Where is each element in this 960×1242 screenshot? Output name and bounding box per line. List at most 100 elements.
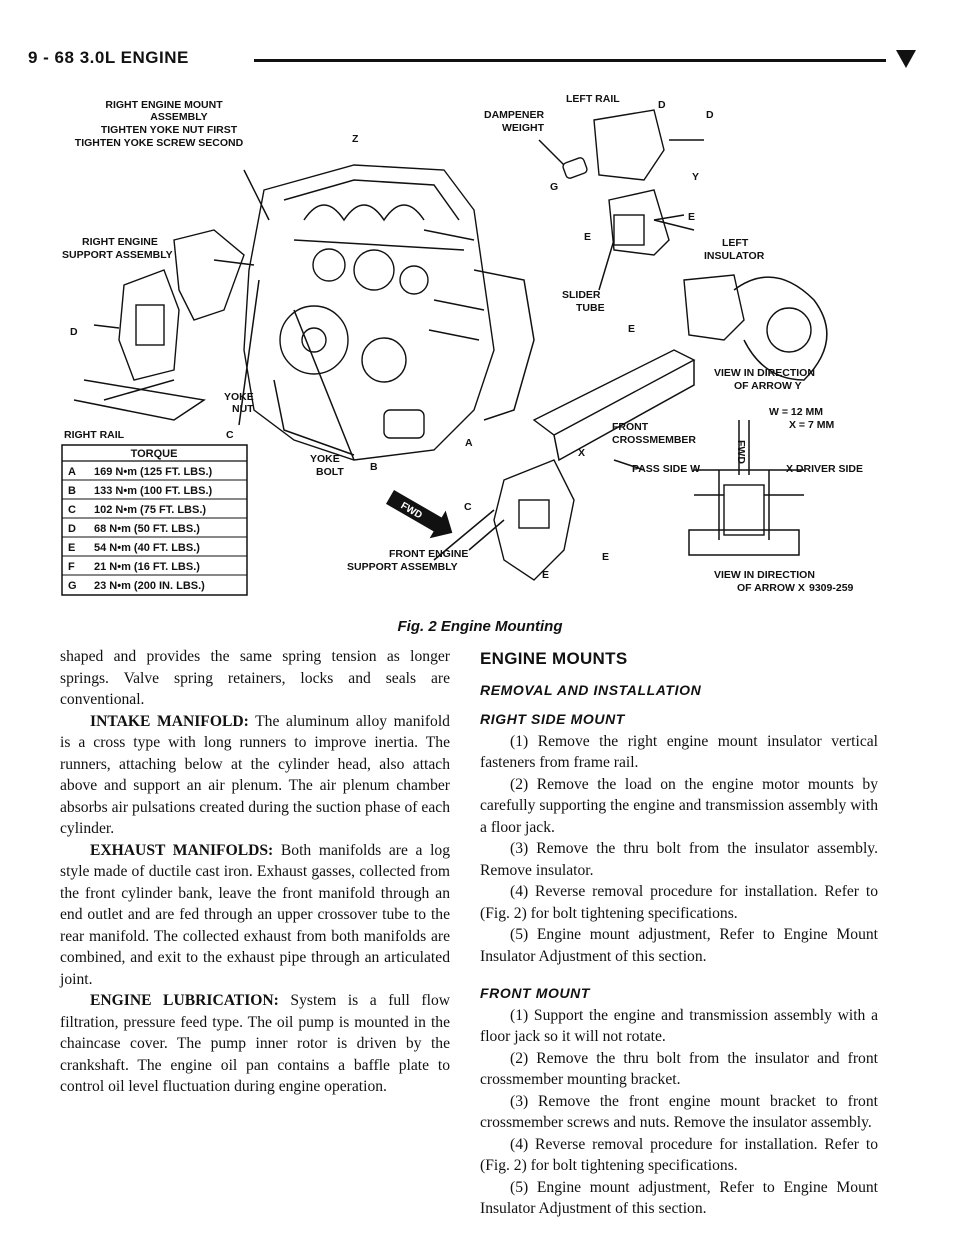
figure-caption: Fig. 2 Engine Mounting bbox=[397, 618, 563, 635]
svg-text:D: D bbox=[706, 109, 714, 121]
torque-row-d: D 68 N•m (50 FT. LBS.) bbox=[62, 523, 247, 538]
engine-mounting-figure: Z D C B D D Y E G E E A X C E E RIGHT EN… bbox=[54, 80, 899, 630]
torque-value: 21 N•m (16 FT. LBS.) bbox=[94, 561, 200, 573]
step: (2) Remove the thru bolt from the insula… bbox=[480, 1049, 878, 1089]
step: (4) Reverse removal procedure for instal… bbox=[480, 883, 878, 922]
torque-table: TORQUE A 169 N•m (125 FT. LBS.) B 133 N•… bbox=[61, 444, 248, 596]
label-left-insulator-2: INSULATOR bbox=[704, 250, 765, 262]
page-header: 9 - 68 3.0L ENGINE bbox=[28, 46, 918, 74]
torque-key: F bbox=[68, 561, 75, 573]
label-slider-tube-2: TUBE bbox=[576, 302, 605, 314]
svg-text:Z: Z bbox=[352, 133, 359, 145]
label-right-mount-3: TIGHTEN YOKE NUT FIRST bbox=[101, 124, 238, 136]
torque-value: 23 N•m (200 IN. LBS.) bbox=[94, 580, 205, 592]
left-mount-drawing bbox=[562, 109, 828, 381]
section-heading: ENGINE MOUNTS bbox=[480, 649, 628, 668]
step: (2) Remove the load on the engine motor … bbox=[480, 775, 878, 836]
paragraph-text: System is a full flow filtration, pressu… bbox=[60, 992, 450, 1095]
svg-text:Y: Y bbox=[692, 171, 699, 183]
triangle-marker-icon bbox=[896, 50, 916, 68]
label-right-mount-4: TIGHTEN YOKE SCREW SECOND bbox=[75, 137, 244, 149]
step: (5) Engine mount adjustment, Refer to En… bbox=[480, 926, 878, 965]
label-dampener-1: DAMPENER bbox=[484, 109, 545, 121]
subsection-heading: REMOVAL AND INSTALLATION bbox=[480, 681, 702, 698]
paragraph-intake-manifold: INTAKE MANIFOLD: The aluminum alloy mani… bbox=[60, 711, 450, 840]
label-front-support-1: FRONT ENGINE bbox=[389, 548, 468, 560]
svg-text:D: D bbox=[70, 326, 78, 338]
label-front-support-2: SUPPORT ASSEMBLY bbox=[347, 561, 458, 573]
label-dampener-2: WEIGHT bbox=[502, 122, 545, 134]
svg-text:D: D bbox=[658, 99, 666, 111]
torque-key: E bbox=[68, 542, 75, 554]
run-in-heading: EXHAUST MANIFOLDS: bbox=[90, 841, 274, 859]
label-right-rail: RIGHT RAIL bbox=[64, 429, 125, 441]
run-in-heading: ENGINE LUBRICATION: bbox=[90, 992, 279, 1009]
callout-letters: Z D C B D D Y E G E E A X C E E bbox=[70, 99, 714, 581]
step: (3) Remove the thru bolt from the insula… bbox=[480, 840, 878, 879]
callout-arrows bbox=[103, 139, 695, 561]
torque-key: C bbox=[68, 504, 76, 516]
svg-text:E: E bbox=[542, 569, 549, 581]
step: (5) Engine mount adjustment, Refer to En… bbox=[480, 1178, 878, 1218]
label-right-support-1: RIGHT ENGINE bbox=[82, 236, 158, 248]
torque-key: B bbox=[68, 485, 76, 497]
right-column: ENGINE MOUNTS REMOVAL AND INSTALLATION R… bbox=[480, 646, 878, 1220]
run-in-heading: INTAKE MANIFOLD: bbox=[90, 712, 249, 730]
step: (1) Support the engine and transmission … bbox=[480, 1006, 878, 1046]
label-w-mm: W = 12 MM bbox=[769, 406, 823, 418]
svg-text:C: C bbox=[226, 429, 234, 441]
label-yoke-nut-1: YOKE bbox=[224, 391, 254, 403]
label-x-mm: X = 7 MM bbox=[789, 419, 834, 431]
torque-row-a: A 169 N•m (125 FT. LBS.) bbox=[62, 466, 247, 481]
label-view-x-1: VIEW IN DIRECTION bbox=[714, 569, 815, 581]
torque-row-f: F 21 N•m (16 FT. LBS.) bbox=[62, 561, 247, 576]
label-front-crossmember-1: FRONT bbox=[612, 421, 649, 433]
label-right-mount-1: RIGHT ENGINE MOUNT bbox=[105, 99, 223, 111]
label-view-y-1: VIEW IN DIRECTION bbox=[714, 367, 815, 379]
svg-text:E: E bbox=[688, 211, 695, 223]
label-right-support-2: SUPPORT ASSEMBLY bbox=[62, 249, 173, 261]
left-column: shaped and provides the same spring tens… bbox=[60, 646, 450, 1098]
torque-row-b: B 133 N•m (100 FT. LBS.) bbox=[62, 485, 247, 500]
svg-text:X: X bbox=[578, 447, 585, 459]
view-x-drawing bbox=[688, 420, 804, 556]
torque-value: 102 N•m (75 FT. LBS.) bbox=[94, 504, 206, 516]
label-left-insulator-1: LEFT bbox=[722, 237, 749, 249]
label-view-y-2: OF ARROW Y bbox=[734, 380, 802, 392]
fwd-arrow-icon: FWD bbox=[386, 490, 453, 539]
label-front-crossmember-2: CROSSMEMBER bbox=[612, 434, 696, 446]
torque-value: 54 N•m (40 FT. LBS.) bbox=[94, 542, 200, 554]
label-figure-id: 9309-259 bbox=[809, 582, 854, 594]
torque-row-c: C 102 N•m (75 FT. LBS.) bbox=[62, 504, 247, 519]
svg-text:E: E bbox=[602, 551, 609, 563]
torque-row-e: E 54 N•m (40 FT. LBS.) bbox=[62, 542, 247, 557]
torque-table-title: TORQUE bbox=[131, 448, 178, 460]
header-rule bbox=[254, 59, 886, 62]
svg-text:B: B bbox=[370, 461, 378, 473]
label-slider-tube-1: SLIDER bbox=[562, 289, 601, 301]
label-driver-side: X DRIVER SIDE bbox=[786, 463, 863, 475]
svg-text:C: C bbox=[464, 501, 472, 513]
label-yoke-bolt-1: YOKE bbox=[310, 453, 340, 465]
svg-text:G: G bbox=[550, 181, 558, 193]
svg-text:A: A bbox=[465, 437, 473, 449]
label-right-mount-2: ASSEMBLY bbox=[150, 111, 207, 123]
torque-value: 68 N•m (50 FT. LBS.) bbox=[94, 523, 200, 535]
torque-key: D bbox=[68, 523, 76, 535]
svg-text:E: E bbox=[628, 323, 635, 335]
label-yoke-nut-2: NUT bbox=[232, 403, 254, 415]
torque-row-g: G 23 N•m (200 IN. LBS.) bbox=[68, 580, 205, 592]
right-mount-drawing bbox=[73, 229, 245, 421]
svg-text:E: E bbox=[584, 231, 591, 243]
step: (3) Remove the front engine mount bracke… bbox=[480, 1092, 878, 1132]
paragraph-exhaust-manifolds: EXHAUST MANIFOLDS: Both manifolds are a … bbox=[60, 840, 450, 991]
paragraph-text: The aluminum alloy manifold is a cross t… bbox=[60, 712, 450, 838]
torque-value: 133 N•m (100 FT. LBS.) bbox=[94, 485, 213, 497]
torque-value: 169 N•m (125 FT. LBS.) bbox=[94, 466, 213, 478]
step: (1) Remove the right engine mount insula… bbox=[480, 732, 878, 772]
engine-mounting-illustration: Z D C B D D Y E G E E A X C E E RIGHT EN… bbox=[61, 93, 863, 596]
label-view-x-2: OF ARROW X bbox=[737, 582, 805, 594]
label-left-rail: LEFT RAIL bbox=[566, 93, 620, 105]
label-pass-side: PASS SIDE W bbox=[632, 463, 700, 475]
step: (4) Reverse removal procedure for instal… bbox=[480, 1135, 878, 1175]
